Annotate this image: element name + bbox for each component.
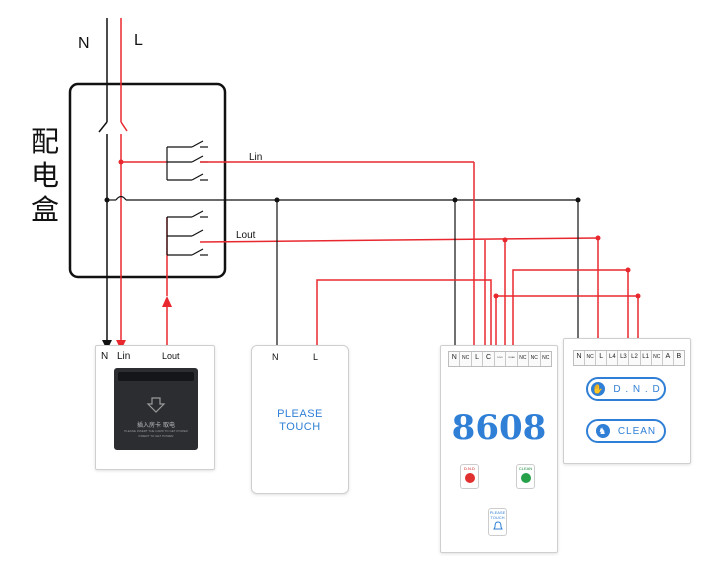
terminal: NC — [460, 352, 472, 366]
doorplate: N NC L L4 L3 L2 L1 NC A B ✋ D . N . D ♞ … — [563, 338, 691, 464]
card-slot-opening — [118, 372, 194, 381]
terminal: NC — [652, 351, 663, 365]
touch-caption: TOUCH — [490, 515, 505, 520]
lin-junction — [118, 159, 124, 165]
terminal: N — [449, 352, 461, 366]
terminal: A — [663, 351, 674, 365]
terminal: NC — [542, 355, 550, 361]
touch-switch-n-label: N — [272, 352, 279, 362]
lout-wire-label: Lout — [236, 230, 256, 241]
panel-8608: N NC L C D.N.D CLEAN NC NC NC 8608 D.N.D… — [440, 345, 558, 553]
touch-text: TOUCH — [279, 421, 321, 433]
terminal: NC — [518, 352, 530, 366]
terminal: L — [472, 352, 484, 366]
cleaning-icon: ♞ — [595, 424, 610, 438]
dnd-button[interactable]: D.N.D — [460, 464, 479, 489]
touch-switch: N L PLEASE TOUCH — [251, 345, 349, 494]
dnd-caption: D.N.D — [464, 466, 475, 471]
lout-relay-blade — [191, 229, 204, 237]
terminal: N — [574, 351, 586, 365]
terminal: L4 — [607, 351, 619, 365]
lin-wire-label: Lin — [249, 152, 263, 163]
terminal: NC — [529, 352, 541, 366]
touch-area[interactable]: PLEASE TOUCH — [252, 408, 348, 434]
neutral-bus-hop — [115, 195, 127, 201]
terminal: B — [676, 353, 682, 360]
clean-button[interactable]: CLEAN — [516, 464, 535, 489]
touch-caption: PLEASE — [489, 510, 506, 515]
distribution-box — [68, 82, 227, 279]
dnd-indicator-label: D . N . D — [613, 383, 661, 395]
signal-wire-3 — [495, 295, 639, 350]
lin-relay-blade — [191, 173, 204, 181]
clean-indicator-label: CLEAN — [617, 425, 657, 437]
touch-button[interactable]: PLEASE TOUCH — [488, 508, 507, 536]
touch-switch-l-label: L — [313, 352, 319, 362]
hand-icon: ✋ — [591, 382, 606, 396]
signal-junction — [635, 293, 641, 299]
neutral-breaker-blade — [98, 121, 108, 133]
lout-relay-blade — [191, 248, 204, 256]
supply-l-label: L — [134, 32, 143, 49]
card-slot-text: 插入房卡 取电 — [137, 422, 175, 429]
card-slot-text: PLEASE INSERT THE CARD TO GET POWER — [124, 429, 188, 433]
model-number: 8608 — [451, 408, 547, 448]
bell-icon — [492, 521, 503, 530]
dnd-icon — [464, 473, 475, 483]
dnd-indicator[interactable]: ✋ D . N . D — [586, 377, 666, 401]
signal-junction — [493, 293, 499, 299]
live-breaker-blade — [120, 121, 128, 132]
distribution-box-title: 配 电 盒 — [30, 125, 59, 226]
terminal: CLEAN — [506, 352, 518, 366]
clean-indicator[interactable]: ♞ CLEAN — [586, 419, 666, 443]
card-switch-lout-label: Lout — [162, 351, 180, 361]
lout-feed-wire — [199, 237, 599, 243]
terminal: L3 — [618, 351, 630, 365]
lin-relay-blade — [191, 155, 204, 163]
lout-arrow — [162, 296, 172, 307]
terminal: L1 — [641, 351, 652, 365]
clean-icon — [520, 473, 531, 483]
card-slot-text: INSERT TO GET POWER — [138, 434, 174, 438]
card-switch-n-label: N — [101, 351, 109, 362]
terminal: C — [483, 352, 495, 366]
insert-arrow-icon — [146, 397, 166, 413]
signal-wire-2 — [512, 269, 629, 350]
terminal-strip-8608: N NC L C D.N.D CLEAN NC NC NC — [448, 351, 552, 367]
lout-relay-blade — [191, 210, 204, 218]
terminal: L — [596, 351, 608, 365]
card-slot[interactable]: 插入房卡 取电 PLEASE INSERT THE CARD TO GET PO… — [114, 368, 198, 450]
supply-n-label: N — [78, 35, 90, 52]
terminal: L2 — [629, 351, 641, 365]
card-switch-lin-label: Lin — [117, 351, 131, 362]
neutral-junction — [104, 197, 110, 203]
terminal: NC — [585, 351, 597, 365]
terminal-strip-doorplate: N NC L L4 L3 L2 L1 NC A B — [573, 350, 685, 366]
touch-text: PLEASE — [277, 408, 323, 420]
clean-caption: CLEAN — [518, 466, 533, 471]
card-switch: N Lin Lout 插入房卡 取电 PLEASE INSERT THE CAR… — [95, 345, 215, 470]
touch-l-wire — [316, 279, 492, 350]
lin-relay-blade — [191, 140, 204, 148]
terminal: D.N.D — [495, 352, 507, 366]
signal-junction — [625, 267, 631, 273]
